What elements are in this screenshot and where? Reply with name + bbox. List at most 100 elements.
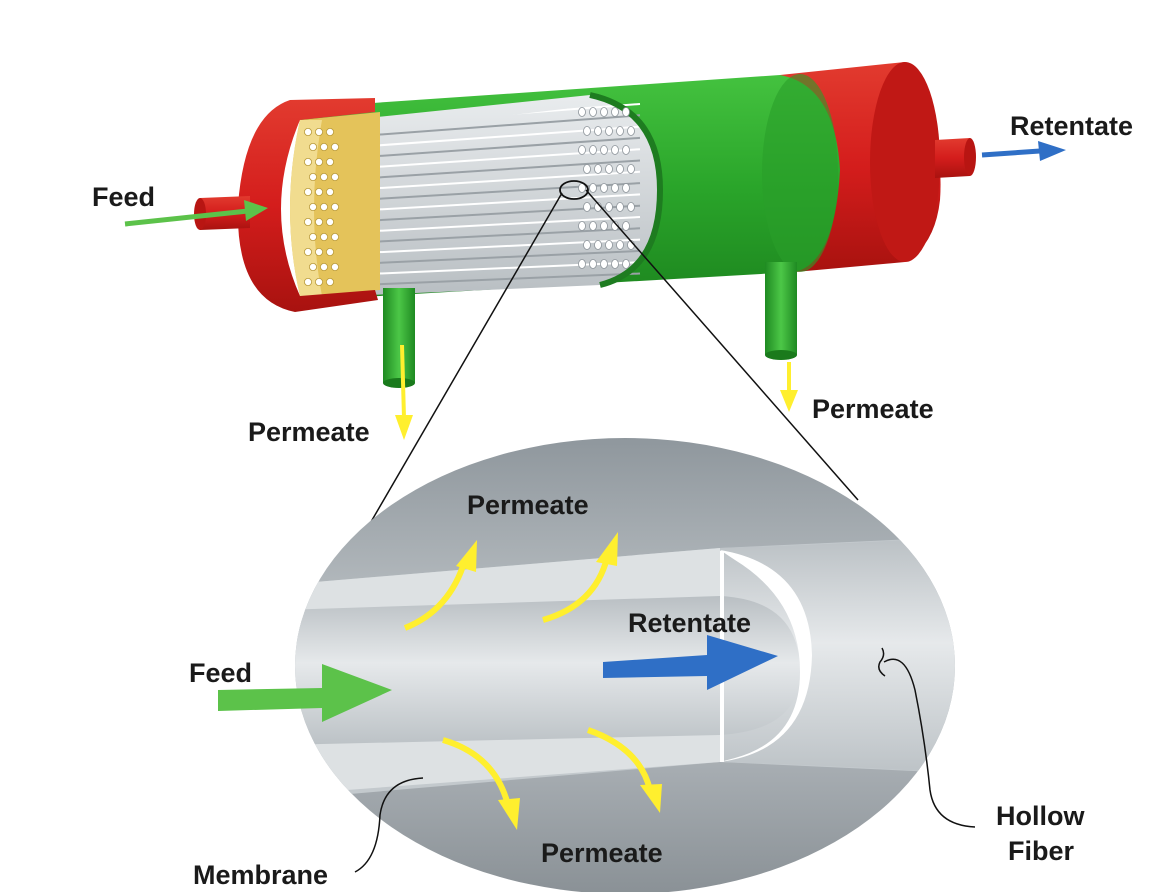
- fiber-end: [600, 183, 608, 193]
- potting-hole: [308, 142, 317, 151]
- potting-hole: [319, 232, 328, 241]
- fiber-end: [583, 126, 591, 136]
- potting-hole: [319, 172, 328, 181]
- permeate-arrow-down-1: [442, 737, 520, 830]
- fiber-end: [622, 183, 630, 193]
- feed-arrow-detail: [218, 664, 392, 722]
- potting-hole: [325, 127, 334, 136]
- fiber-end: [605, 126, 613, 136]
- feed-label-top: Feed: [92, 182, 155, 212]
- permeate-label-right: Permeate: [812, 394, 934, 424]
- fiber-end: [578, 221, 586, 231]
- fiber-end: [578, 259, 586, 269]
- potting-hole: [314, 157, 323, 166]
- hollow-fiber-detail: [218, 438, 976, 892]
- fiber-end: [616, 240, 624, 250]
- fiber-end: [622, 107, 630, 117]
- fiber-end: [594, 126, 602, 136]
- fiber-end: [594, 240, 602, 250]
- potting-hole: [325, 277, 334, 286]
- potting-hole: [303, 277, 312, 286]
- fiber-end: [578, 107, 586, 117]
- permeate-arrow-up-1: [403, 540, 477, 631]
- fiber-end: [622, 259, 630, 269]
- fiber-end: [589, 259, 597, 269]
- fiber-end: [600, 221, 608, 231]
- zoom-line-left: [367, 192, 563, 528]
- permeate-label-detail-bottom: Permeate: [541, 838, 663, 868]
- potting-hole: [314, 247, 323, 256]
- fiber-end: [611, 107, 619, 117]
- fiber-end: [600, 107, 608, 117]
- feed-arrow-top: [124, 200, 268, 227]
- potting-hole: [303, 247, 312, 256]
- potting-hole: [303, 157, 312, 166]
- potting-hole: [319, 262, 328, 271]
- fiber-end: [627, 126, 635, 136]
- potting-hole: [325, 187, 334, 196]
- fiber-end: [589, 183, 597, 193]
- fiber-end: [622, 145, 630, 155]
- fiber-end: [605, 202, 613, 212]
- feed-label-detail: Feed: [189, 658, 252, 688]
- fiber-end: [594, 164, 602, 174]
- permeate-label-detail-top: Permeate: [467, 490, 589, 520]
- potting-hole: [330, 172, 339, 181]
- permeate-arrow-left: [395, 344, 413, 440]
- fiber-end: [616, 164, 624, 174]
- potting-hole: [308, 262, 317, 271]
- retentate-label-top: Retentate: [1010, 111, 1133, 141]
- hollow-fiber-label-line1: Hollow: [996, 801, 1085, 831]
- fiber-end: [589, 221, 597, 231]
- potting-hole: [314, 277, 323, 286]
- fiber-end: [583, 202, 591, 212]
- retentate-arrow-detail: [603, 635, 778, 690]
- fiber-end: [627, 202, 635, 212]
- potting-hole: [303, 217, 312, 226]
- fiber-end: [611, 183, 619, 193]
- permeate-arrow-down-2: [587, 727, 662, 813]
- fiber-end: [611, 145, 619, 155]
- potting-hole: [330, 142, 339, 151]
- potting-hole: [330, 202, 339, 211]
- fiber-end: [611, 259, 619, 269]
- permeate-port-left: [383, 288, 415, 388]
- fiber-end: [578, 145, 586, 155]
- potting-hole: [308, 232, 317, 241]
- fiber-end: [600, 259, 608, 269]
- fiber-end: [605, 164, 613, 174]
- retentate-arrow-top: [981, 141, 1066, 161]
- zoom-focus-marker: [559, 180, 589, 200]
- potting-hole: [319, 202, 328, 211]
- fiber-end: [600, 145, 608, 155]
- hollow-fiber-leader-line: [878, 647, 976, 828]
- fiber-end: [583, 240, 591, 250]
- zoom-line-right: [585, 189, 859, 501]
- permeate-arrow-right: [780, 362, 798, 412]
- potting-hole: [303, 187, 312, 196]
- fiber-end: [616, 126, 624, 136]
- fiber-end: [622, 221, 630, 231]
- potting-hole: [325, 247, 334, 256]
- membrane-label: Membrane: [193, 860, 328, 890]
- fiber-end: [616, 202, 624, 212]
- potting-hole: [314, 127, 323, 136]
- hollow-fiber-label-line2: Fiber: [1008, 836, 1075, 866]
- potting-tube-sheet: [290, 112, 380, 296]
- fiber-end: [583, 164, 591, 174]
- potting-hole: [303, 127, 312, 136]
- permeate-arrow-up-2: [542, 532, 618, 623]
- fiber-end: [605, 240, 613, 250]
- permeate-label-left: Permeate: [248, 417, 370, 447]
- potting-hole: [330, 232, 339, 241]
- potting-hole: [308, 202, 317, 211]
- potting-hole: [325, 157, 334, 166]
- retentate-label-detail: Retentate: [628, 608, 751, 638]
- membrane-module: [124, 62, 1066, 440]
- potting-hole: [325, 217, 334, 226]
- fiber-end: [627, 164, 635, 174]
- permeate-port-right: [765, 262, 797, 360]
- fiber-end: [589, 107, 597, 117]
- fiber-end: [589, 145, 597, 155]
